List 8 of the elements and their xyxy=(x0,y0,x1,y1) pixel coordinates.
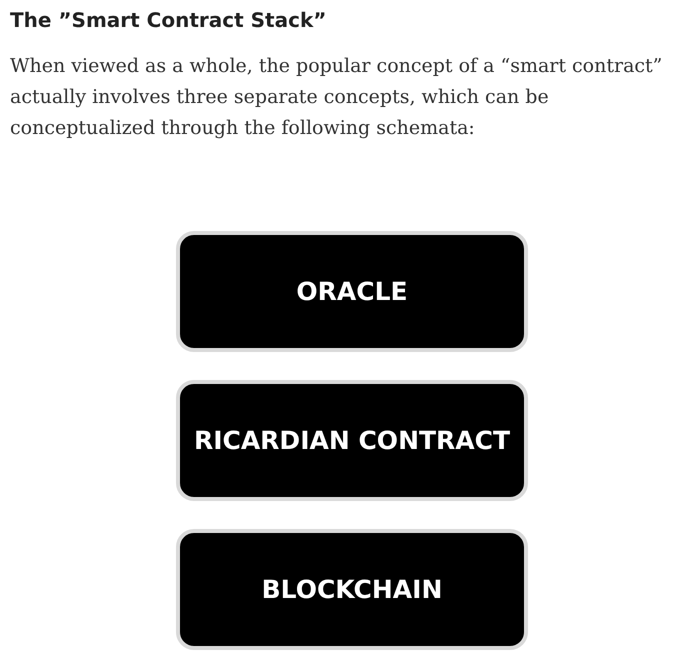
heading: The ”Smart Contract Stack” xyxy=(10,8,326,32)
layer-label: ORACLE xyxy=(296,277,408,306)
stack-layer-box xyxy=(176,529,528,650)
paragraph: When viewed as a whole, the popular concept of a “smart contract” actually involves three separate concepts, which can be conceptualized through the following schemata: xyxy=(10,54,664,141)
layer-label: BLOCKCHAIN xyxy=(262,575,442,604)
stack-layer-box xyxy=(176,231,528,352)
stack-layer-box xyxy=(176,380,528,501)
layer-label: RICARDIAN CONTRACT xyxy=(194,426,510,455)
